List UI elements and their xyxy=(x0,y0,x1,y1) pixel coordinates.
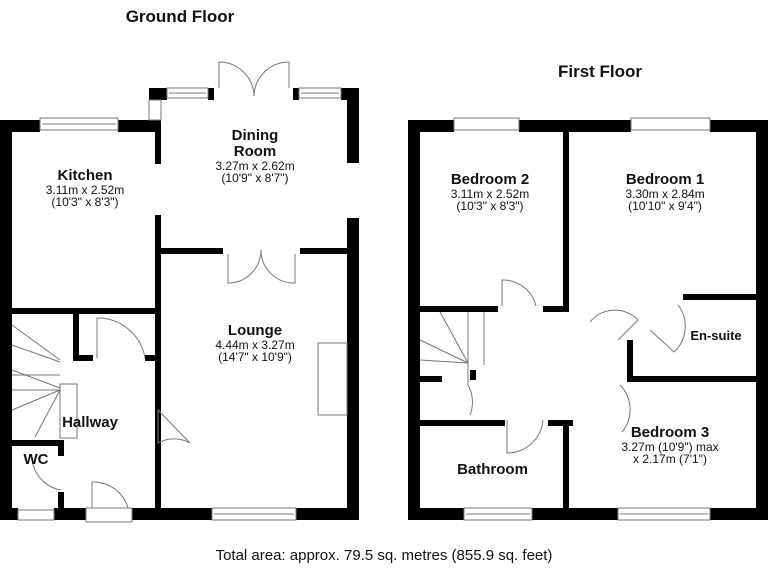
total-area-caption: Total area: approx. 79.5 sq. metres (855… xyxy=(215,547,553,564)
kitchen-label: Kitchen 3.11m x 2.52m (10'3" x 8'3") xyxy=(45,167,125,210)
en-suite-label: En-suite xyxy=(690,328,742,343)
ground-floor-walls xyxy=(0,88,359,520)
bedroom-2-label: Bedroom 2 3.11m x 2.52m (10'3" x 8'3") xyxy=(450,171,530,214)
bedroom-3-label: Bedroom 3 3.27m (10'9") max x 2.17m (7'1… xyxy=(621,424,719,467)
first-floor-title: First Floor xyxy=(557,62,643,81)
first-floor-walls xyxy=(408,120,768,520)
ground-floor-fixtures xyxy=(11,61,348,523)
bedroom-1-label: Bedroom 1 3.30m x 2.84m (10'10" x 9'4") xyxy=(625,171,705,214)
ground-floor-title: Ground Floor xyxy=(125,7,235,26)
first-floor-fixtures xyxy=(419,117,711,521)
wc-label: WC xyxy=(23,451,49,468)
dining-room-label: Dining Room 3.27m x 2.62m (10'9" x 8'7") xyxy=(215,127,295,186)
bathroom-label: Bathroom xyxy=(457,461,528,478)
lounge-label: Lounge 4.44m x 3.27m (14'7" x 10'9") xyxy=(215,322,295,365)
hallway-label: Hallway xyxy=(62,414,118,431)
